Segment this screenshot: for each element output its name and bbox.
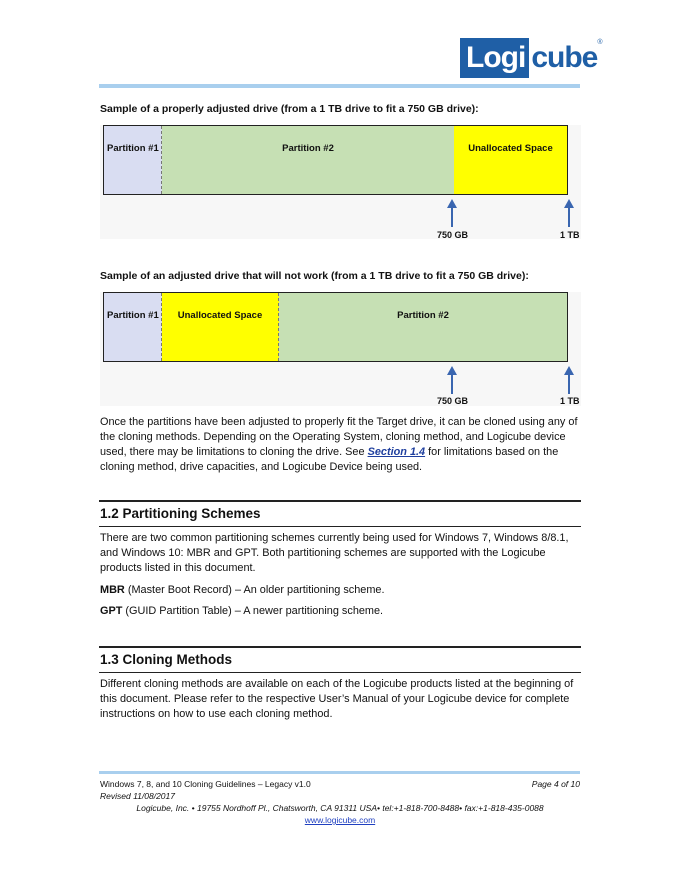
segment-partition-1: Partition #1	[104, 126, 162, 194]
logicube-logo: Logi cube ®	[460, 38, 603, 78]
gpt-term: GPT	[100, 605, 123, 617]
drive-diagram-correct: Partition #1 Partition #2 Unallocated Sp…	[100, 125, 581, 240]
marker-1tb: 1 TB	[560, 396, 580, 406]
marker-750gb: 750 GB	[437, 396, 469, 406]
body-paragraph-schemes: There are two common partitioning scheme…	[100, 532, 569, 574]
segment-partition-2: Partition #2	[279, 293, 567, 361]
body-paragraph-cloning-methods: Different cloning methods are available …	[100, 678, 574, 720]
section-rule	[99, 672, 581, 673]
marker-1tb: 1 TB	[560, 230, 580, 240]
arrow-750gb-icon	[447, 366, 457, 394]
arrow-1tb-icon	[564, 366, 574, 394]
mbr-term: MBR	[100, 584, 125, 596]
marker-750gb: 750 GB	[437, 230, 469, 240]
paragraph-text: for limitations based on the cloning met…	[100, 446, 559, 473]
footer-revised: Revised 11/08/2017	[100, 791, 175, 801]
arrow-1tb-icon	[564, 199, 574, 227]
heading-1-3: 1.3 Cloning Methods	[100, 652, 233, 667]
segment-unallocated: Unallocated Space	[454, 126, 567, 194]
gpt-definition: GPT (GUID Partition Table) – A newer par…	[100, 604, 580, 619]
logo-box-text: Logi	[460, 38, 530, 78]
drive-diagram-incorrect: Partition #1 Unallocated Space Partition…	[100, 292, 581, 406]
arrow-750gb-icon	[447, 199, 457, 227]
logo-registered-mark: ®	[597, 39, 603, 46]
drive-bar: Partition #1 Partition #2 Unallocated Sp…	[103, 125, 568, 195]
footer-website-link[interactable]: www.logicube.com	[304, 815, 376, 825]
logo-text: cube	[531, 41, 598, 74]
section-rule	[99, 500, 581, 502]
segment-unallocated: Unallocated Space	[162, 293, 279, 361]
section-rule	[99, 646, 581, 648]
section-rule	[99, 526, 581, 527]
footer-address: Logicube, Inc. • 19755 Nordhoff Pl., Cha…	[136, 803, 544, 813]
segment-partition-2: Partition #2	[162, 126, 454, 194]
body-paragraph-adjusted: Once the partitions have been adjusted t…	[100, 415, 580, 475]
segment-partition-1: Partition #1	[104, 293, 162, 361]
footer-rule	[99, 771, 580, 774]
header-rule	[99, 84, 580, 88]
section-1-4-link[interactable]: Section 1.4	[367, 446, 426, 458]
mbr-definition: MBR (Master Boot Record) – An older part…	[100, 583, 580, 598]
drive-bar: Partition #1 Unallocated Space Partition…	[103, 292, 568, 362]
diagram2-caption: Sample of an adjusted drive that will no…	[100, 270, 529, 282]
heading-1-2: 1.2 Partitioning Schemes	[100, 506, 261, 521]
footer-doc-title: Windows 7, 8, and 10 Cloning Guidelines …	[100, 779, 311, 789]
paragraph-text: Once the partitions have been adjusted t…	[100, 416, 578, 458]
footer-page-number: Page 4 of 10	[531, 779, 580, 789]
diagram1-caption: Sample of a properly adjusted drive (fro…	[100, 103, 479, 115]
gpt-description: (GUID Partition Table) – A newer partiti…	[122, 605, 384, 617]
mbr-description: (Master Boot Record) – An older partitio…	[124, 584, 385, 596]
